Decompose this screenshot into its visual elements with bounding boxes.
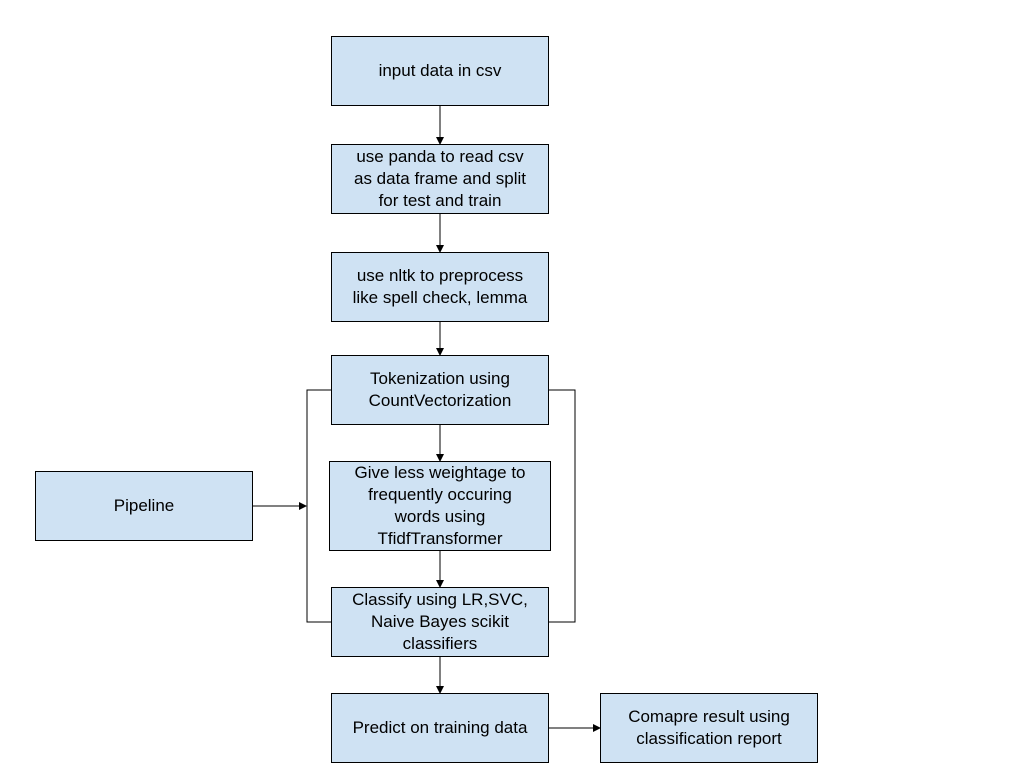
node-classify-label: Classify using LR,SVC, Naive Bayes sciki…: [352, 590, 528, 653]
node-tokenization: Tokenization using CountVectorization: [331, 355, 549, 425]
node-tfidf-label: Give less weightage to frequently occuri…: [354, 463, 526, 548]
node-compare: Comapre result using classification repo…: [600, 693, 818, 763]
node-preprocess-label: use nltk to preprocess like spell check,…: [352, 266, 528, 307]
node-read-csv-label: use panda to read csv as data frame and …: [354, 147, 526, 210]
node-pipeline: Pipeline: [35, 471, 253, 541]
node-tfidf: Give less weightage to frequently occuri…: [329, 461, 551, 551]
node-tokenization-label: Tokenization using CountVectorization: [368, 369, 512, 410]
node-pipeline-label: Pipeline: [113, 496, 175, 515]
pipeline-bracket-left: [306, 389, 331, 623]
node-classify: Classify using LR,SVC, Naive Bayes sciki…: [331, 587, 549, 657]
node-preprocess: use nltk to preprocess like spell check,…: [331, 252, 549, 322]
node-predict-label: Predict on training data: [352, 718, 528, 737]
pipeline-bracket-right: [549, 389, 576, 623]
node-read-csv: use panda to read csv as data frame and …: [331, 144, 549, 214]
node-compare-label: Comapre result using classification repo…: [628, 707, 790, 748]
node-input-data: input data in csv: [331, 36, 549, 106]
node-predict: Predict on training data: [331, 693, 549, 763]
node-input-data-label: input data in csv: [378, 61, 502, 80]
